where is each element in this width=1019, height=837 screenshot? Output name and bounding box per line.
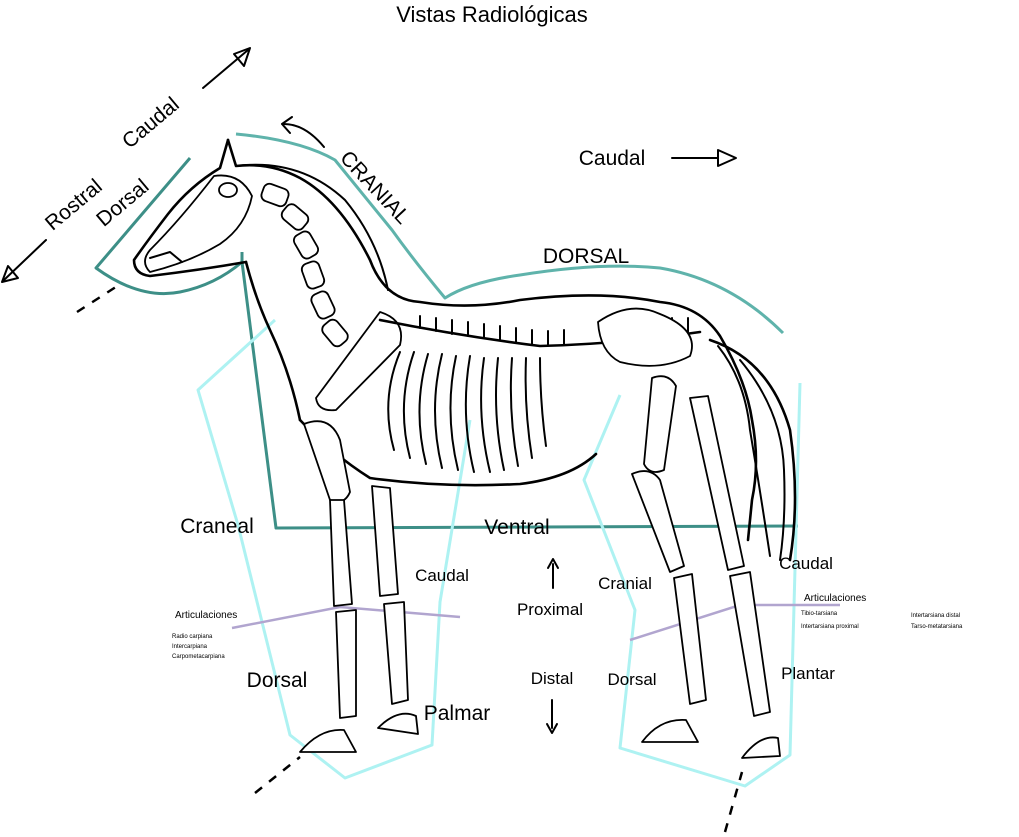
forelimb-label-dorsal: Dorsal — [247, 669, 308, 692]
arrow-up-right-icon — [202, 47, 251, 89]
forelimb-joint-2: Intercarpiana — [172, 644, 208, 650]
region-outlines — [94, 132, 840, 788]
diagram-title: Vistas Radiológicas — [396, 2, 588, 27]
forelimb-label-craneal: Craneal — [180, 515, 254, 538]
arrow-down-icon — [546, 699, 558, 734]
label-proximal: Proximal — [517, 600, 583, 619]
direction-arrows — [1, 47, 744, 833]
hindlimb-joint-left-2: Intertarsiana proximal — [801, 624, 859, 630]
arrow-up-icon — [547, 558, 559, 589]
hindlimb-label-cranial: Cranial — [598, 574, 652, 593]
body-label-dorsal: DORSAL — [543, 245, 629, 268]
hindlimb-outline — [582, 382, 802, 788]
forelimb-joints-title: Articulaciones — [175, 610, 237, 621]
forelimb-joint-line — [231, 605, 461, 630]
head-label-dorsal: Dorsal — [92, 175, 153, 232]
head-outline — [94, 157, 244, 296]
forelimb-label-caudal: Caudal — [415, 566, 469, 585]
label-distal: Distal — [531, 669, 574, 688]
body-label-caudal: Caudal — [579, 147, 646, 170]
head-label-rostral: Rostral — [41, 175, 107, 235]
head-beam-dashes — [76, 281, 123, 314]
forelimb-outline — [196, 318, 472, 780]
arrow-down-left-icon — [1, 239, 47, 283]
hindlimb-joint-right-1: Intertarsiana distal — [911, 613, 960, 619]
arrow-right-icon — [671, 149, 737, 167]
hindlimb-label-plantar: Plantar — [781, 664, 835, 683]
forelimb-joint-1: Radio carpiana — [172, 634, 213, 640]
forelimb-label-palmar: Palmar — [424, 702, 491, 725]
head-label-caudal: Caudal — [118, 93, 184, 153]
body-label-cranial: CRANIAL — [335, 146, 414, 228]
forelimb-joint-3: Carpometacarpiana — [172, 654, 225, 660]
body-label-ventral: Ventral — [484, 516, 549, 539]
body-outline — [235, 132, 785, 335]
forelimb-beam-dashes — [254, 756, 301, 794]
curved-arrow-left-icon — [281, 116, 325, 148]
hindlimb-label-caudal: Caudal — [779, 554, 833, 573]
hindlimb-label-dorsal: Dorsal — [607, 670, 656, 689]
hindlimb-joints-title: Articulaciones — [804, 593, 866, 604]
hindlimb-joint-left-1: Tibio-tarsiana — [801, 611, 838, 617]
horse-skeleton-illustration — [132, 138, 797, 759]
hindlimb-joint-right-2: Tarso-metatarsiana — [911, 624, 963, 630]
ventral-outline — [240, 261, 799, 530]
labels: Vistas Radiológicas Caudal Rostral Dorsa… — [41, 2, 963, 725]
